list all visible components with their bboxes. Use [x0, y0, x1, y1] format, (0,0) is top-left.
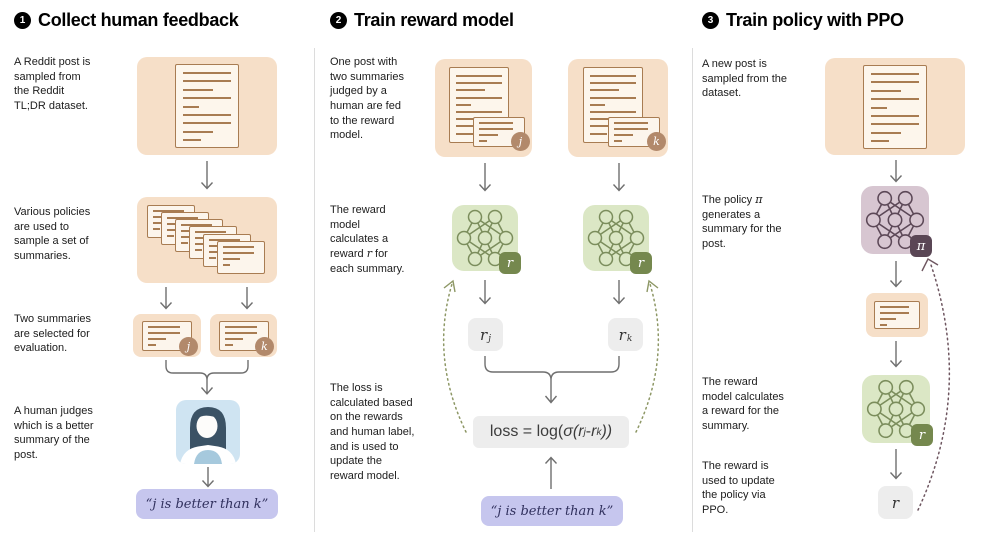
reward-badge: r — [499, 252, 521, 274]
caption-text: The reward model calculates a reward — [330, 204, 389, 260]
label-j-badge: j — [179, 337, 198, 356]
reddit-post-card — [137, 57, 277, 155]
document-icon — [175, 64, 239, 148]
panel3-caption-ppo: The reward is used to update the policy … — [702, 460, 775, 516]
reward-model-icon: r — [452, 205, 521, 274]
formula-minus: - — [585, 423, 592, 440]
post-summary-k-card: k — [568, 59, 668, 157]
arrow-down-icon — [889, 449, 903, 480]
summaries-stack-card — [137, 197, 277, 283]
policy-badge: π — [910, 235, 932, 257]
step-number-badge: 1 — [14, 12, 31, 29]
arrow-down-icon — [612, 280, 626, 305]
panel2-caption-loss: The loss is calculated based on the rewa… — [330, 382, 415, 482]
dashed-feedback-arrow-icon — [635, 279, 660, 433]
formula-r1: r — [578, 423, 584, 440]
arrow-down-icon — [889, 261, 903, 288]
reward-model-icon: r — [583, 205, 652, 274]
human-judge-icon — [176, 400, 240, 464]
document-icon — [863, 65, 927, 149]
summary-card-icon — [217, 241, 265, 274]
dashed-feedback-arrow-icon — [917, 258, 951, 511]
policy-model-icon: π — [861, 186, 932, 257]
summary-j-card: j — [133, 314, 201, 357]
formula-close: )) — [601, 423, 613, 440]
label-k-badge: k — [255, 337, 274, 356]
formula-sub-j: j — [583, 426, 586, 438]
panel1-header: 1 Collect human feedback — [14, 10, 239, 31]
panel3-caption-post: A new post is sampled from the dataset. — [702, 58, 787, 100]
arrow-down-icon — [889, 341, 903, 368]
reward-variable: r — [366, 246, 372, 260]
reward-badge: r — [911, 424, 933, 446]
step-number-badge: 2 — [330, 12, 347, 29]
dashed-feedback-arrow-icon — [442, 279, 467, 433]
panel1-title: Collect human feedback — [38, 10, 239, 30]
panel3-caption-policy: The policy π generates a summary for the… — [702, 193, 802, 252]
panel-divider-2 — [692, 48, 693, 532]
formula-sub-k: k — [596, 426, 602, 438]
chip-sub-j: j — [488, 333, 491, 344]
new-post-card — [825, 58, 965, 155]
panel2-caption-inputs: One post with two summaries judged by a … — [330, 56, 404, 142]
panel2-title: Train reward model — [354, 10, 514, 30]
arrow-down-icon — [200, 161, 214, 190]
chip-r: r — [891, 493, 900, 512]
merge-bracket-arrow-icon — [484, 356, 620, 404]
label-j-badge: j — [511, 132, 530, 151]
caption-text: for each summary. — [330, 247, 405, 275]
panel1-caption-post: A Reddit post is sampled from the Reddit… — [14, 56, 91, 112]
caption-text: The policy — [702, 194, 756, 206]
panel2-header: 2 Train reward model — [330, 10, 514, 31]
panel2-caption-reward: The reward model calculates a reward r f… — [330, 203, 430, 276]
arrow-down-icon — [159, 287, 173, 310]
step-number-badge: 3 — [702, 12, 719, 29]
chip-r: r — [480, 325, 488, 344]
reward-model-icon: r — [862, 375, 933, 446]
panel1-caption-two-summaries: Two summaries are selected for evaluatio… — [14, 313, 92, 355]
arrow-down-icon — [201, 467, 215, 488]
arrow-down-icon — [478, 280, 492, 305]
arrow-down-icon — [889, 160, 903, 183]
judgement-label: “j is better than k” — [481, 496, 623, 526]
chip-r: r — [618, 325, 626, 344]
merge-bracket-arrow-icon — [165, 360, 249, 395]
panel3-caption-reward: The reward model calculates a reward for… — [702, 376, 784, 432]
generated-summary-card — [866, 293, 928, 337]
formula-sigma: σ( — [563, 423, 579, 440]
reward-badge: r — [630, 252, 652, 274]
panel-divider-1 — [314, 48, 315, 532]
panel1-caption-policies: Various policies are used to sample a se… — [14, 206, 91, 262]
post-summary-j-card: j — [435, 59, 532, 157]
panel1-caption-human-judges: A human judges which is a better summary… — [14, 405, 94, 461]
summary-k-card: k — [210, 314, 277, 357]
formula-lhs: loss = log( — [489, 423, 564, 440]
panel3-header: 3 Train policy with PPO — [702, 10, 904, 31]
arrow-down-icon — [612, 163, 626, 192]
judgement-label: “j is better than k” — [136, 489, 278, 519]
policy-variable: π — [755, 193, 763, 206]
summary-card-icon — [874, 301, 920, 329]
formula-r2: r — [591, 423, 597, 440]
arrow-down-icon — [240, 287, 254, 310]
reward-value-chip: r — [878, 486, 913, 519]
chip-sub-k: k — [626, 333, 633, 344]
arrow-up-icon — [544, 456, 558, 489]
panel3-title: Train policy with PPO — [726, 10, 904, 30]
label-k-badge: k — [647, 132, 666, 151]
arrow-down-icon — [478, 163, 492, 192]
caption-text: generates a summary for the post. — [702, 208, 782, 250]
